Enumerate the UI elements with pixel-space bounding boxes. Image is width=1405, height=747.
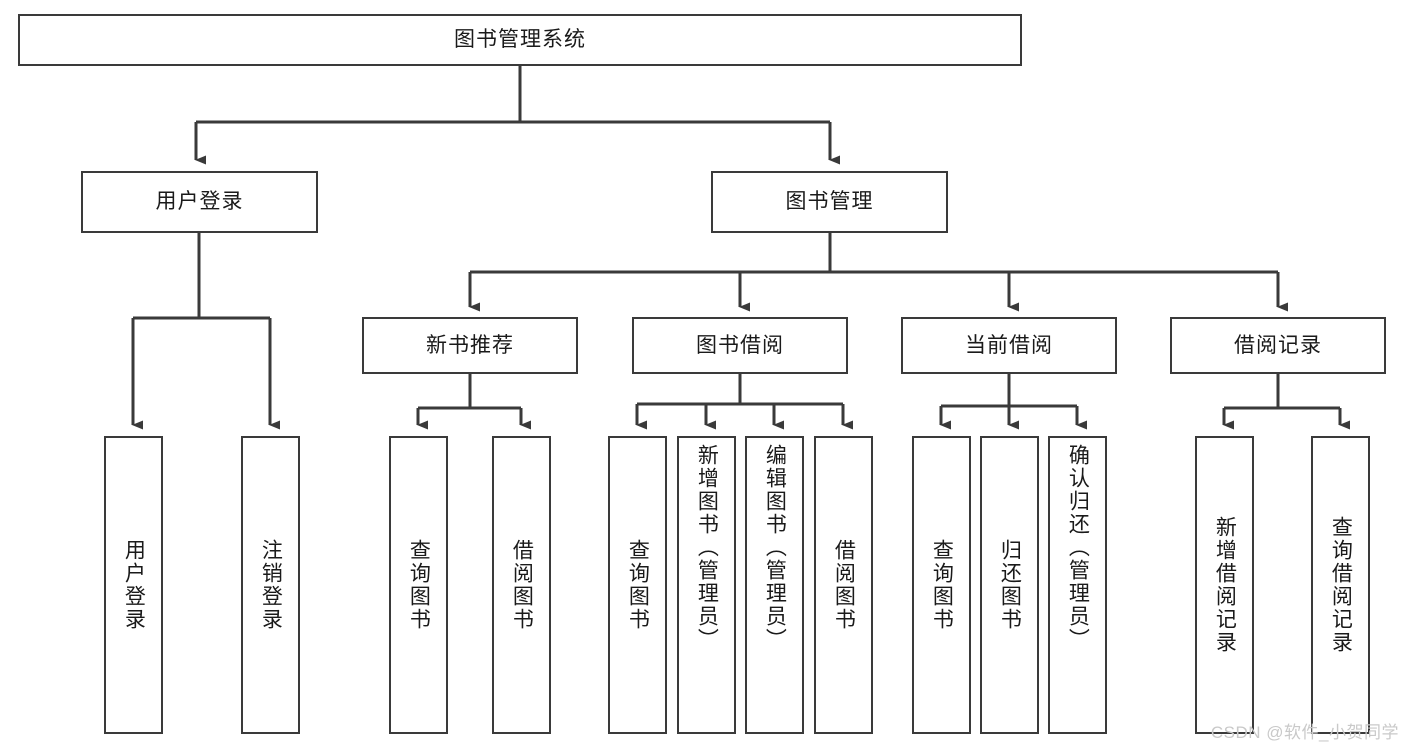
leaf-borrow-book-1[interactable]: 借阅图书 [492, 436, 551, 734]
node-label: 借阅记录 [1234, 333, 1322, 357]
node-book-management[interactable]: 图书管理 [711, 171, 948, 233]
node-label: 图书管理系统 [454, 28, 586, 52]
leaf-query-book-3[interactable]: 查询图书 [912, 436, 971, 734]
node-label: 确认归还（管理员） [1066, 444, 1090, 651]
node-label: 当前借阅 [965, 333, 1053, 357]
leaf-user-login[interactable]: 用户登录 [104, 436, 163, 734]
leaf-logout-login[interactable]: 注销登录 [241, 436, 300, 734]
leaf-query-book-2[interactable]: 查询图书 [608, 436, 667, 734]
node-current-borrow[interactable]: 当前借阅 [901, 317, 1117, 374]
node-label: 图书借阅 [696, 333, 784, 357]
node-label: 新增借阅记录 [1213, 516, 1237, 654]
node-root-book-management-system[interactable]: 图书管理系统 [18, 14, 1022, 66]
leaf-return-book[interactable]: 归还图书 [980, 436, 1039, 734]
node-label: 图书管理 [785, 190, 874, 214]
node-label: 用户登录 [122, 539, 146, 631]
node-label: 查询借阅记录 [1329, 516, 1353, 654]
leaf-query-book-1[interactable]: 查询图书 [389, 436, 448, 734]
leaf-add-book[interactable]: 新增图书（管理员） [677, 436, 736, 734]
node-label: 新增图书（管理员） [695, 444, 719, 651]
leaf-edit-book[interactable]: 编辑图书（管理员） [745, 436, 804, 734]
node-label: 查询图书 [626, 539, 650, 631]
node-label: 注销登录 [259, 539, 283, 631]
node-label: 新书推荐 [426, 333, 514, 357]
node-book-borrow[interactable]: 图书借阅 [632, 317, 848, 374]
node-label: 查询图书 [930, 539, 954, 631]
node-label: 借阅图书 [832, 539, 856, 631]
csdn-watermark: CSDN @软件_小贺同学 [1210, 723, 1399, 742]
node-label: 借阅图书 [510, 539, 534, 631]
node-label: 编辑图书（管理员） [763, 444, 787, 651]
leaf-borrow-book-2[interactable]: 借阅图书 [814, 436, 873, 734]
node-label: 查询图书 [407, 539, 431, 631]
leaf-confirm-return[interactable]: 确认归还（管理员） [1048, 436, 1107, 734]
node-new-book-recommend[interactable]: 新书推荐 [362, 317, 578, 374]
node-label: 用户登录 [155, 190, 244, 214]
leaf-add-record[interactable]: 新增借阅记录 [1195, 436, 1254, 734]
leaf-query-record[interactable]: 查询借阅记录 [1311, 436, 1370, 734]
node-borrow-record[interactable]: 借阅记录 [1170, 317, 1386, 374]
node-label: 归还图书 [998, 539, 1022, 631]
node-user-login[interactable]: 用户登录 [81, 171, 318, 233]
